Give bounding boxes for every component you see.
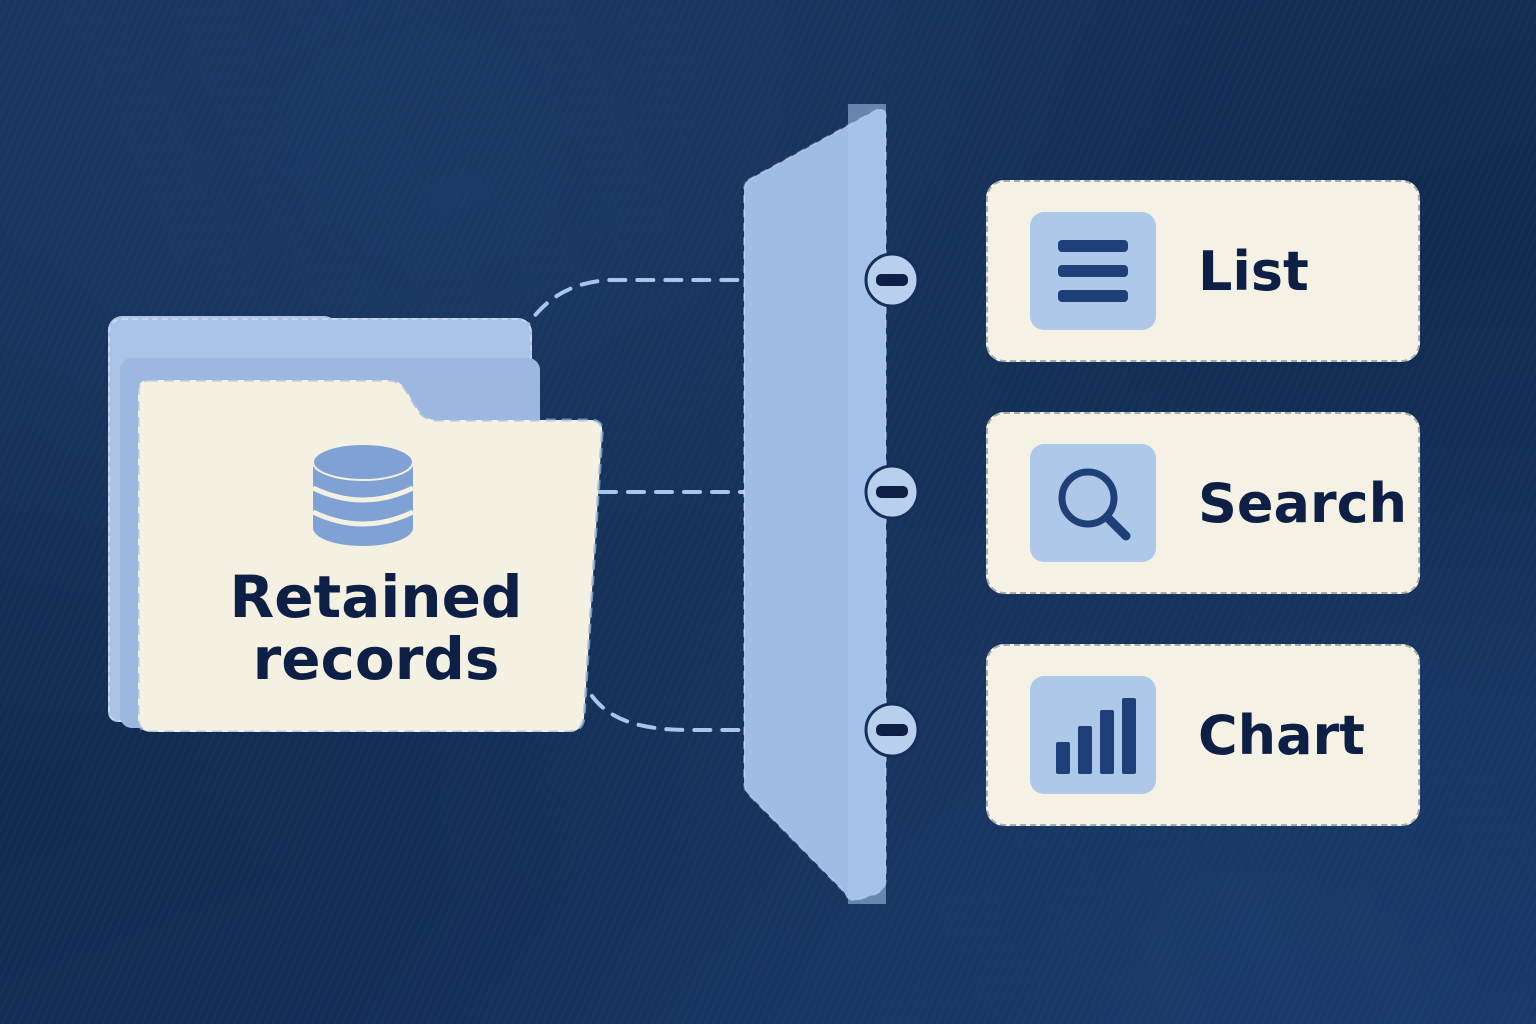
minus-circle-icon[interactable] [864, 702, 920, 758]
filter-panel [743, 104, 887, 904]
folder-label-line1: Retained [229, 563, 523, 631]
folder-label: Retained records [196, 566, 556, 690]
search-card[interactable]: Search [986, 412, 1420, 594]
list-icon [1058, 240, 1128, 302]
folder-label-line2: records [252, 625, 500, 693]
search-icon [1058, 468, 1131, 541]
list-icon-tile [1030, 212, 1156, 330]
list-label: List [1198, 240, 1309, 303]
chart-card[interactable]: Chart [986, 644, 1420, 826]
folder-front [138, 380, 604, 732]
search-label: Search [1198, 472, 1408, 535]
minus-circle-icon[interactable] [864, 464, 920, 520]
database-icon [311, 443, 415, 546]
bar-chart-icon [1056, 698, 1136, 774]
retained-records-folder[interactable]: Retained records [108, 316, 608, 738]
search-icon-tile [1030, 444, 1156, 562]
minus-circle-icon[interactable] [864, 252, 920, 308]
list-card[interactable]: List [986, 180, 1420, 362]
chart-icon-tile [1030, 676, 1156, 794]
chart-label: Chart [1198, 704, 1365, 767]
